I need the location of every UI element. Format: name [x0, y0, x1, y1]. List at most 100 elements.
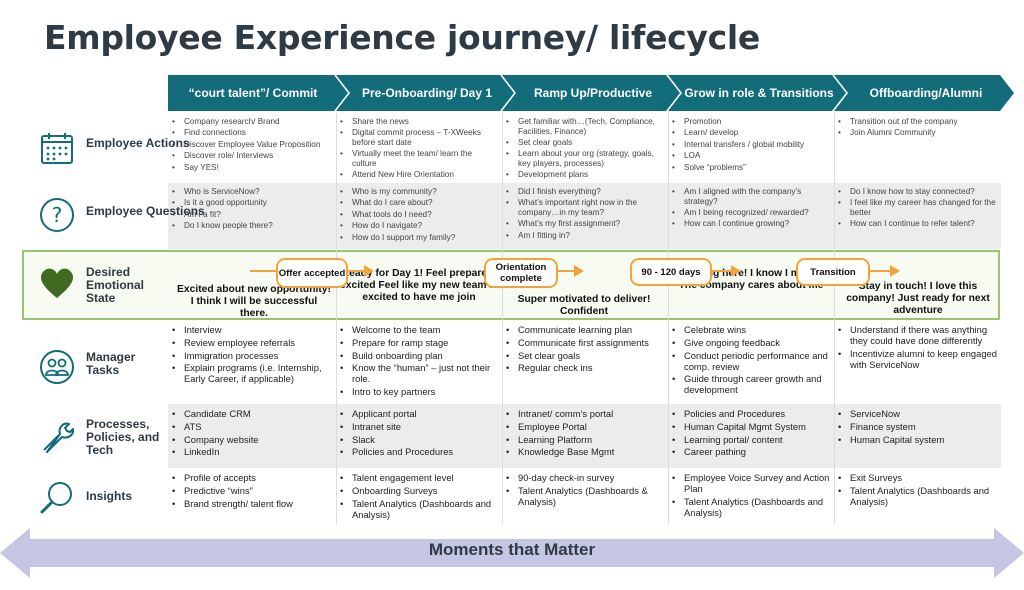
arrow-line: [870, 270, 892, 272]
list-item: I feel like my career has changed for th…: [838, 198, 998, 217]
bullet-list: InterviewReview employee referralsImmigr…: [172, 324, 330, 384]
list-item: Profile of accepts: [172, 472, 330, 483]
arrow-head-icon: [731, 265, 741, 277]
bullet-list: Share the newsDigital commit process – T…: [340, 117, 498, 180]
list-item: Brand strength/ talent flow: [172, 498, 330, 509]
cell-questions-5: Do I know how to stay connected?I feel l…: [838, 187, 998, 231]
list-item: Transition out of the company: [838, 117, 998, 127]
bullet-list: Company research/ BrandFind connectionsD…: [172, 117, 330, 172]
column-divider: [336, 113, 337, 524]
list-item: What’s important right now in the compan…: [506, 198, 664, 217]
list-item: Discover role/ Interviews: [172, 151, 330, 161]
bullet-list: 90-day check-in surveyTalent Analytics (…: [506, 472, 664, 507]
emotional-state-1: Excited about new opportunity! I think I…: [177, 284, 331, 319]
cell-manager-3: Communicate learning planCommunicate fir…: [506, 324, 664, 375]
list-item: Candidate CRM: [172, 408, 330, 419]
bullet-list: PromotionLearn/ developInternal transfer…: [672, 117, 830, 172]
cell-processes-5: ServiceNowFinance systemHuman Capital sy…: [838, 408, 998, 446]
bullet-list: Intranet/ comm’s portalEmployee PortalLe…: [506, 408, 664, 457]
list-item: ServiceNow: [838, 408, 998, 419]
list-item: Join Alumni Community: [838, 128, 998, 138]
row-label-insights: Insights: [86, 489, 133, 503]
question-icon: ?: [40, 198, 74, 232]
list-item: Finance system: [838, 421, 998, 432]
cell-processes-3: Intranet/ comm’s portalEmployee PortalLe…: [506, 408, 664, 459]
list-item: Am I aligned with the company’s strategy…: [672, 187, 830, 206]
list-item: Company research/ Brand: [172, 117, 330, 127]
list-item: Am I being recognized/ rewarded?: [672, 208, 830, 218]
bullet-list: Transition out of the companyJoin Alumni…: [838, 117, 998, 138]
list-item: Share the news: [340, 117, 498, 127]
page-title: Employee Experience journey/ lifecycle: [44, 18, 760, 57]
cell-insights-1: Profile of acceptsPredictive “wins”Brand…: [172, 472, 330, 510]
list-item: Employee Portal: [506, 421, 664, 432]
bullet-list: Did I finish everything?What’s important…: [506, 187, 664, 240]
stage-header-3: Ramp Up/Productive: [502, 75, 680, 111]
list-item: Set clear goals: [506, 350, 664, 361]
list-item: How can I continue growing?: [672, 219, 830, 229]
bullet-list: Policies and ProceduresHuman Capital Mgm…: [672, 408, 830, 457]
cell-processes-2: Applicant portalIntranet siteSlackPolici…: [340, 408, 498, 459]
list-item: Digital commit process – T-XWeeks before…: [340, 128, 498, 147]
bullet-list: Communicate learning planCommunicate fir…: [506, 324, 664, 373]
list-item: Welcome to the team: [340, 324, 498, 335]
list-item: Employee Voice Survey and Action Plan: [672, 472, 830, 494]
arrow-head-icon: [574, 265, 584, 277]
arrow-line: [710, 270, 732, 272]
list-item: Am I a fit?: [172, 210, 330, 220]
list-item: Give ongoing feedback: [672, 337, 830, 348]
list-item: LinkedIn: [172, 446, 330, 457]
list-item: How do I support my family?: [340, 233, 498, 243]
bullet-list: Exit SurveysTalent Analytics (Dashboards…: [838, 472, 998, 507]
bullet-list: Employee Voice Survey and Action PlanTal…: [672, 472, 830, 518]
stage-header-1: “court talent”/ Commit: [168, 75, 348, 111]
list-item: Intro to key partners: [340, 386, 498, 397]
bullet-list: Candidate CRMATSCompany websiteLinkedIn: [172, 408, 330, 457]
list-item: Human Capital system: [838, 434, 998, 445]
list-item: Understand if there was anything they co…: [838, 324, 998, 346]
stage-header-2: Pre-Onboarding/ Day 1: [336, 75, 514, 111]
arrow-head-icon: [364, 265, 374, 277]
milestone-transition: Transition: [796, 258, 870, 286]
list-item: Am I fitting in?: [506, 231, 664, 241]
bullet-list: Talent engagement levelOnboarding Survey…: [340, 472, 498, 520]
arrow-line: [556, 270, 576, 272]
stage-header-4: Grow in role & Transitions: [668, 75, 846, 111]
list-item: What’s my first assignment?: [506, 219, 664, 229]
list-item: Set clear goals: [506, 138, 664, 148]
bullet-list: Do I know how to stay connected?I feel l…: [838, 187, 998, 229]
cell-actions-2: Share the newsDigital commit process – T…: [340, 117, 498, 182]
list-item: Slack: [340, 434, 498, 445]
list-item: Incentivize alumni to keep engaged with …: [838, 348, 998, 370]
list-item: Intranet site: [340, 421, 498, 432]
list-item: What do I care about?: [340, 198, 498, 208]
list-item: Build onboarding plan: [340, 350, 498, 361]
svg-text:?: ?: [52, 203, 63, 227]
list-item: Learning Platform: [506, 434, 664, 445]
stage-header-5: Offboarding/Alumni: [834, 75, 1014, 111]
bullet-list: Welcome to the teamPrepare for ramp stag…: [340, 324, 498, 397]
list-item: Human Capital Mgmt System: [672, 421, 830, 432]
list-item: Conduct periodic performance and comp. r…: [672, 350, 830, 372]
cell-insights-5: Exit SurveysTalent Analytics (Dashboards…: [838, 472, 998, 509]
list-item: Solve “problems”: [672, 163, 830, 173]
list-item: ATS: [172, 421, 330, 432]
list-item: Talent Analytics (Dashboards & Analysis): [506, 485, 664, 507]
bullet-list: ServiceNowFinance systemHuman Capital sy…: [838, 408, 998, 445]
list-item: Talent Analytics (Dashboards and Analysi…: [838, 485, 998, 507]
emotional-state-4: I belong here! I know I matter The compa…: [678, 268, 824, 291]
cell-questions-4: Am I aligned with the company’s strategy…: [672, 187, 830, 231]
list-item: Onboarding Surveys: [340, 485, 498, 496]
list-item: Immigration processes: [172, 350, 330, 361]
list-item: Do I know how to stay connected?: [838, 187, 998, 197]
cell-manager-5: Understand if there was anything they co…: [838, 324, 998, 372]
list-item: 90-day check-in survey: [506, 472, 664, 483]
cell-actions-5: Transition out of the companyJoin Alumni…: [838, 117, 998, 140]
row-label-actions: Employee Actions: [86, 136, 190, 150]
list-item: How can I continue to refer talent?: [838, 219, 998, 229]
list-item: Talent engagement level: [340, 472, 498, 483]
list-item: Talent Analytics (Dashboards and Analysi…: [672, 496, 830, 518]
list-item: Do I know people there?: [172, 221, 330, 231]
list-item: Celebrate wins: [672, 324, 830, 335]
list-item: Development plans: [506, 170, 664, 180]
